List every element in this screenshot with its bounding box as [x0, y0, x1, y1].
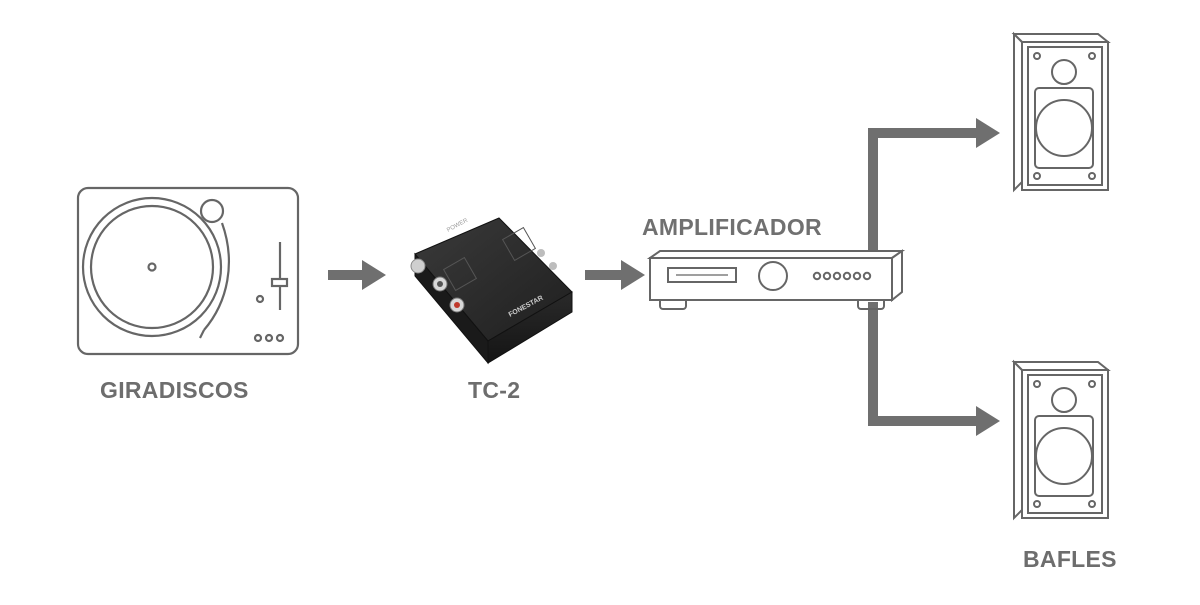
converter-label: TC-2	[468, 377, 521, 403]
converter-power-text: POWER	[446, 218, 469, 234]
turntable-icon	[76, 186, 300, 356]
arrow-converter-to-amplifier	[585, 260, 645, 290]
amplifier-label: AMPLIFICADOR	[642, 214, 822, 240]
arrow-turntable-to-converter	[328, 260, 386, 290]
turntable-label: GIRADISCOS	[100, 377, 249, 403]
converter-device-icon	[410, 217, 573, 365]
connector-amplifier-to-speakers	[868, 118, 1000, 436]
speaker-top-icon	[1011, 31, 1111, 193]
speakers-label: BAFLES	[1023, 546, 1117, 572]
amplifier-icon	[646, 249, 906, 310]
speaker-bottom-icon	[1011, 359, 1111, 521]
